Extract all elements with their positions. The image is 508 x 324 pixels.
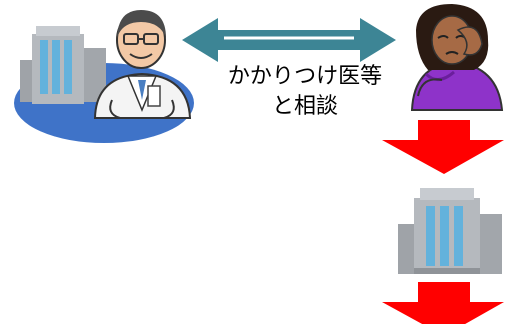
hospital-building-icon bbox=[20, 26, 106, 104]
doctor-icon bbox=[93, 10, 192, 119]
hospital-building-icon bbox=[398, 188, 502, 274]
caption-line-1: かかりつけ医等 bbox=[227, 64, 383, 89]
consultation-caption: かかりつけ医等 と相談 bbox=[200, 62, 410, 122]
doctor-scene bbox=[14, 10, 194, 143]
caption-line-2: と相談 bbox=[271, 94, 338, 119]
down-arrow-icon bbox=[382, 120, 504, 174]
sick-woman-icon bbox=[410, 4, 504, 111]
double-arrow-icon bbox=[182, 18, 396, 62]
down-arrow-icon bbox=[382, 282, 504, 324]
